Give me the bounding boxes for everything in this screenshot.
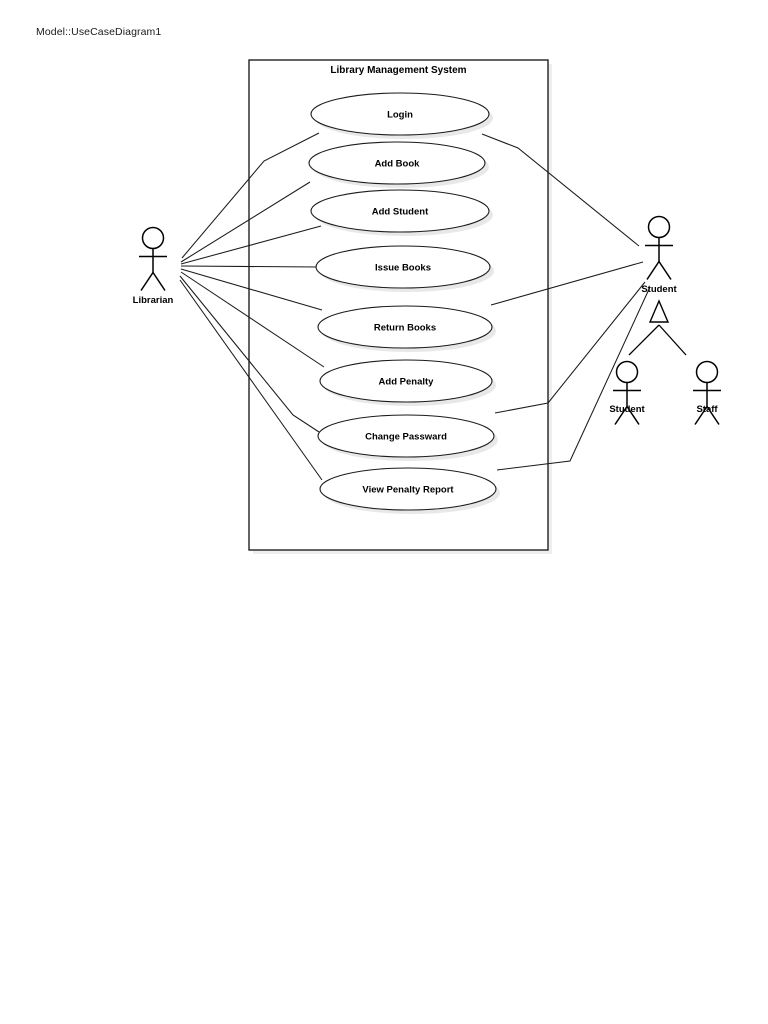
actor-leg-left-icon [614, 406, 628, 425]
actor-student-parent[interactable]: Student [641, 215, 678, 296]
use-case-label: Issue Books [375, 263, 431, 274]
use-case-ellipse[interactable] [310, 92, 490, 136]
generalization-arrowhead-icon [648, 299, 670, 323]
use-case-label: Login [387, 110, 413, 121]
use-case-label: Change Passward [365, 432, 447, 443]
association-librarian-to-add-student[interactable] [180, 225, 322, 265]
use-case-ellipse[interactable] [308, 141, 486, 185]
association-librarian-to-return-books[interactable] [180, 268, 323, 311]
association-librarian-to-add-book[interactable] [180, 181, 311, 263]
association-librarian-to-login[interactable] [181, 132, 320, 259]
use-case-add-book[interactable]: Add Book [308, 141, 489, 188]
association-student-parent-to-change-passward[interactable] [494, 281, 646, 414]
use-case-ellipse[interactable] [310, 189, 490, 233]
association-librarian-to-add-penalty[interactable] [180, 271, 325, 368]
generalization-line-0[interactable] [628, 324, 660, 356]
association-librarian-to-issue-books[interactable] [180, 265, 318, 268]
association-librarian-to-change-passward[interactable] [179, 275, 320, 433]
actor-leg-right-icon [658, 261, 672, 280]
use-case-ellipse[interactable] [315, 245, 491, 289]
actor-leg-right-icon [152, 272, 166, 291]
generalization-relationship [628, 299, 687, 356]
actor-leg-right-icon [626, 406, 640, 425]
actor-leg-left-icon [694, 406, 708, 425]
actor-head-icon [141, 226, 165, 250]
use-case-change-passward[interactable]: Change Passward [317, 414, 498, 461]
association-student-parent-to-return-books[interactable] [490, 261, 644, 306]
association-lines [179, 132, 651, 481]
system-boundary-title: Library Management System [330, 65, 466, 76]
actor-student-child[interactable]: Student [609, 360, 646, 425]
association-student-parent-to-view-penalty-report[interactable] [496, 286, 651, 471]
use-case-login[interactable]: Login [310, 92, 493, 139]
generalization-line-1[interactable] [658, 324, 687, 356]
actor-staff-child[interactable]: Staff [693, 360, 721, 425]
use-case-label: Add Student [372, 207, 429, 218]
use-case-return-books[interactable]: Return Books [317, 305, 496, 352]
use-case-issue-books[interactable]: Issue Books [315, 245, 494, 292]
model-title: Model::UseCaseDiagram1 [36, 26, 162, 38]
use-case-view-penalty-report[interactable]: View Penalty Report [319, 467, 500, 514]
actor-librarian[interactable]: Librarian [133, 226, 174, 307]
actor-head-icon [695, 360, 719, 384]
use-case-ellipse[interactable] [319, 359, 493, 403]
use-case-add-penalty[interactable]: Add Penalty [319, 359, 496, 406]
actor-label: Librarian [133, 295, 174, 306]
actor-label: Student [609, 404, 645, 415]
actor-leg-left-icon [646, 261, 660, 280]
actor-head-icon [647, 215, 671, 239]
use-case-ellipse[interactable] [319, 467, 497, 511]
actor-head-icon [615, 360, 639, 384]
use-case-label: Return Books [374, 323, 436, 334]
use-case-label: Add Book [375, 159, 421, 170]
actor-leg-left-icon [140, 272, 154, 291]
use-case-label: Add Penalty [379, 377, 435, 388]
association-librarian-to-view-penalty-report[interactable] [179, 279, 323, 481]
actor-label: Student [641, 284, 677, 295]
actor-label: Staff [696, 404, 718, 415]
actor-leg-right-icon [706, 406, 720, 425]
use-case-add-student[interactable]: Add Student [310, 189, 493, 236]
association-student-parent-to-login[interactable] [481, 133, 640, 247]
use-case-ellipse[interactable] [317, 305, 493, 349]
use-case-label: View Penalty Report [362, 485, 454, 496]
use-case-ellipse[interactable] [317, 414, 495, 458]
